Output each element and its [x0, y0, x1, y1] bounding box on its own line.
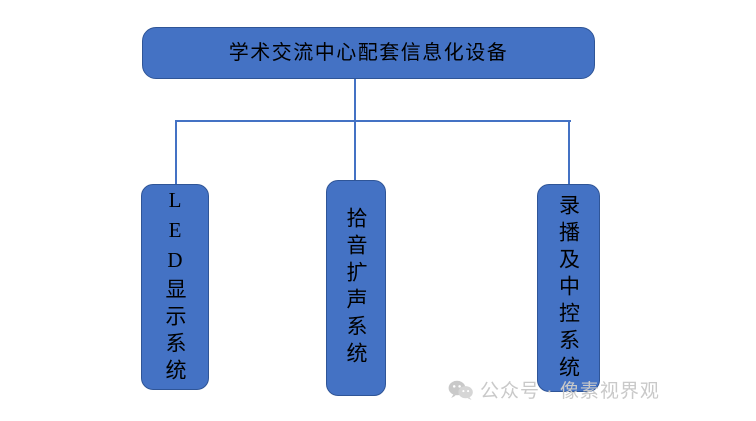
wechat-icon — [448, 380, 474, 400]
node-child-recording-control[interactable]: 录播及中控系统 — [537, 184, 600, 392]
node-child-audio-pa[interactable]: 拾音扩声系统 — [326, 180, 386, 396]
node-child-led-display[interactable]: LED显示系统 — [141, 184, 209, 390]
connector-drop-2 — [354, 120, 356, 180]
node-root[interactable]: 学术交流中心配套信息化设备 — [142, 27, 595, 79]
node-child-label-2: 拾音扩声系统 — [344, 207, 369, 369]
node-child-label-3: 录播及中控系统 — [556, 193, 581, 383]
node-child-label-1: LED显示系统 — [163, 188, 188, 386]
connector-drop-3 — [568, 120, 570, 184]
connector-horizontal-bar — [175, 120, 571, 122]
node-root-label: 学术交流中心配套信息化设备 — [228, 42, 509, 64]
connector-root-stem — [354, 79, 356, 122]
connector-drop-1 — [175, 120, 177, 184]
